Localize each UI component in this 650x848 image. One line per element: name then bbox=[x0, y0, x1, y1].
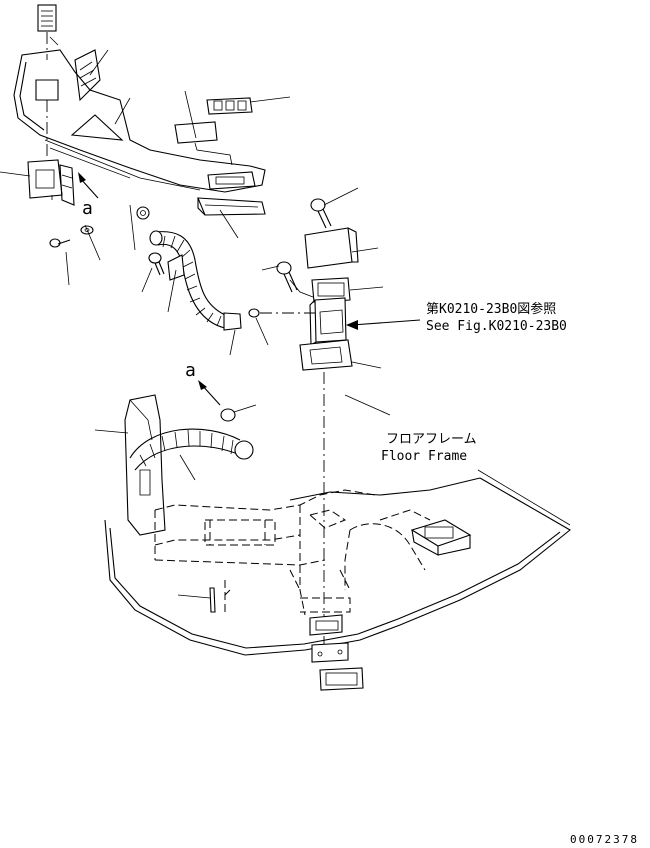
floor-duct-outlet bbox=[309, 614, 343, 636]
marker-a-mid: a bbox=[185, 360, 196, 381]
grille-lower bbox=[207, 171, 256, 190]
leader-floor-duct bbox=[344, 394, 391, 416]
screw-left bbox=[49, 238, 71, 248]
bolt-upper-right bbox=[310, 187, 359, 229]
bracket-clip bbox=[167, 254, 185, 281]
marker-a-top: a bbox=[82, 198, 93, 219]
floor-vent-box bbox=[410, 519, 472, 556]
duct-panel bbox=[13, 49, 266, 193]
duct-adapter-top bbox=[311, 277, 384, 303]
marker-a-mid-arrow bbox=[198, 380, 221, 406]
cover-bracket bbox=[304, 227, 379, 269]
hose-fitting bbox=[220, 404, 257, 422]
reference-text-en: See Fig.K0210-23B0 bbox=[426, 319, 567, 334]
floor-frame-label-en: Floor Frame bbox=[381, 449, 467, 464]
washer-center bbox=[248, 308, 315, 346]
hidden-duct-lines bbox=[154, 489, 431, 616]
bolt-center bbox=[261, 261, 314, 298]
reference-text-jp: 第K0210-23B0図参照 bbox=[426, 301, 556, 317]
bolt-left-mid bbox=[148, 252, 165, 276]
duct-base-flange bbox=[299, 339, 382, 371]
hose-upper bbox=[149, 230, 242, 331]
grille-upper-right bbox=[206, 97, 253, 115]
leader-lines-top bbox=[0, 36, 291, 356]
floor-frame-label-jp: フロアフレーム bbox=[386, 432, 477, 447]
clip-fastener-1 bbox=[136, 206, 150, 220]
duct-adapter-body bbox=[309, 297, 347, 346]
top-vent-grille bbox=[37, 4, 57, 60]
drawing-number: 00072378 bbox=[570, 833, 639, 846]
duct-piece-lower bbox=[197, 197, 266, 216]
hose-lower bbox=[94, 428, 254, 481]
marker-a-top-arrow bbox=[78, 172, 99, 199]
grille-mid bbox=[174, 121, 233, 166]
bottom-bracket bbox=[311, 642, 349, 663]
side-grille-left bbox=[27, 159, 75, 206]
floor-seal-strip bbox=[177, 587, 231, 613]
leader-floor-frame bbox=[477, 469, 571, 526]
bottom-grille bbox=[319, 667, 364, 691]
reference-arrow bbox=[346, 319, 421, 330]
